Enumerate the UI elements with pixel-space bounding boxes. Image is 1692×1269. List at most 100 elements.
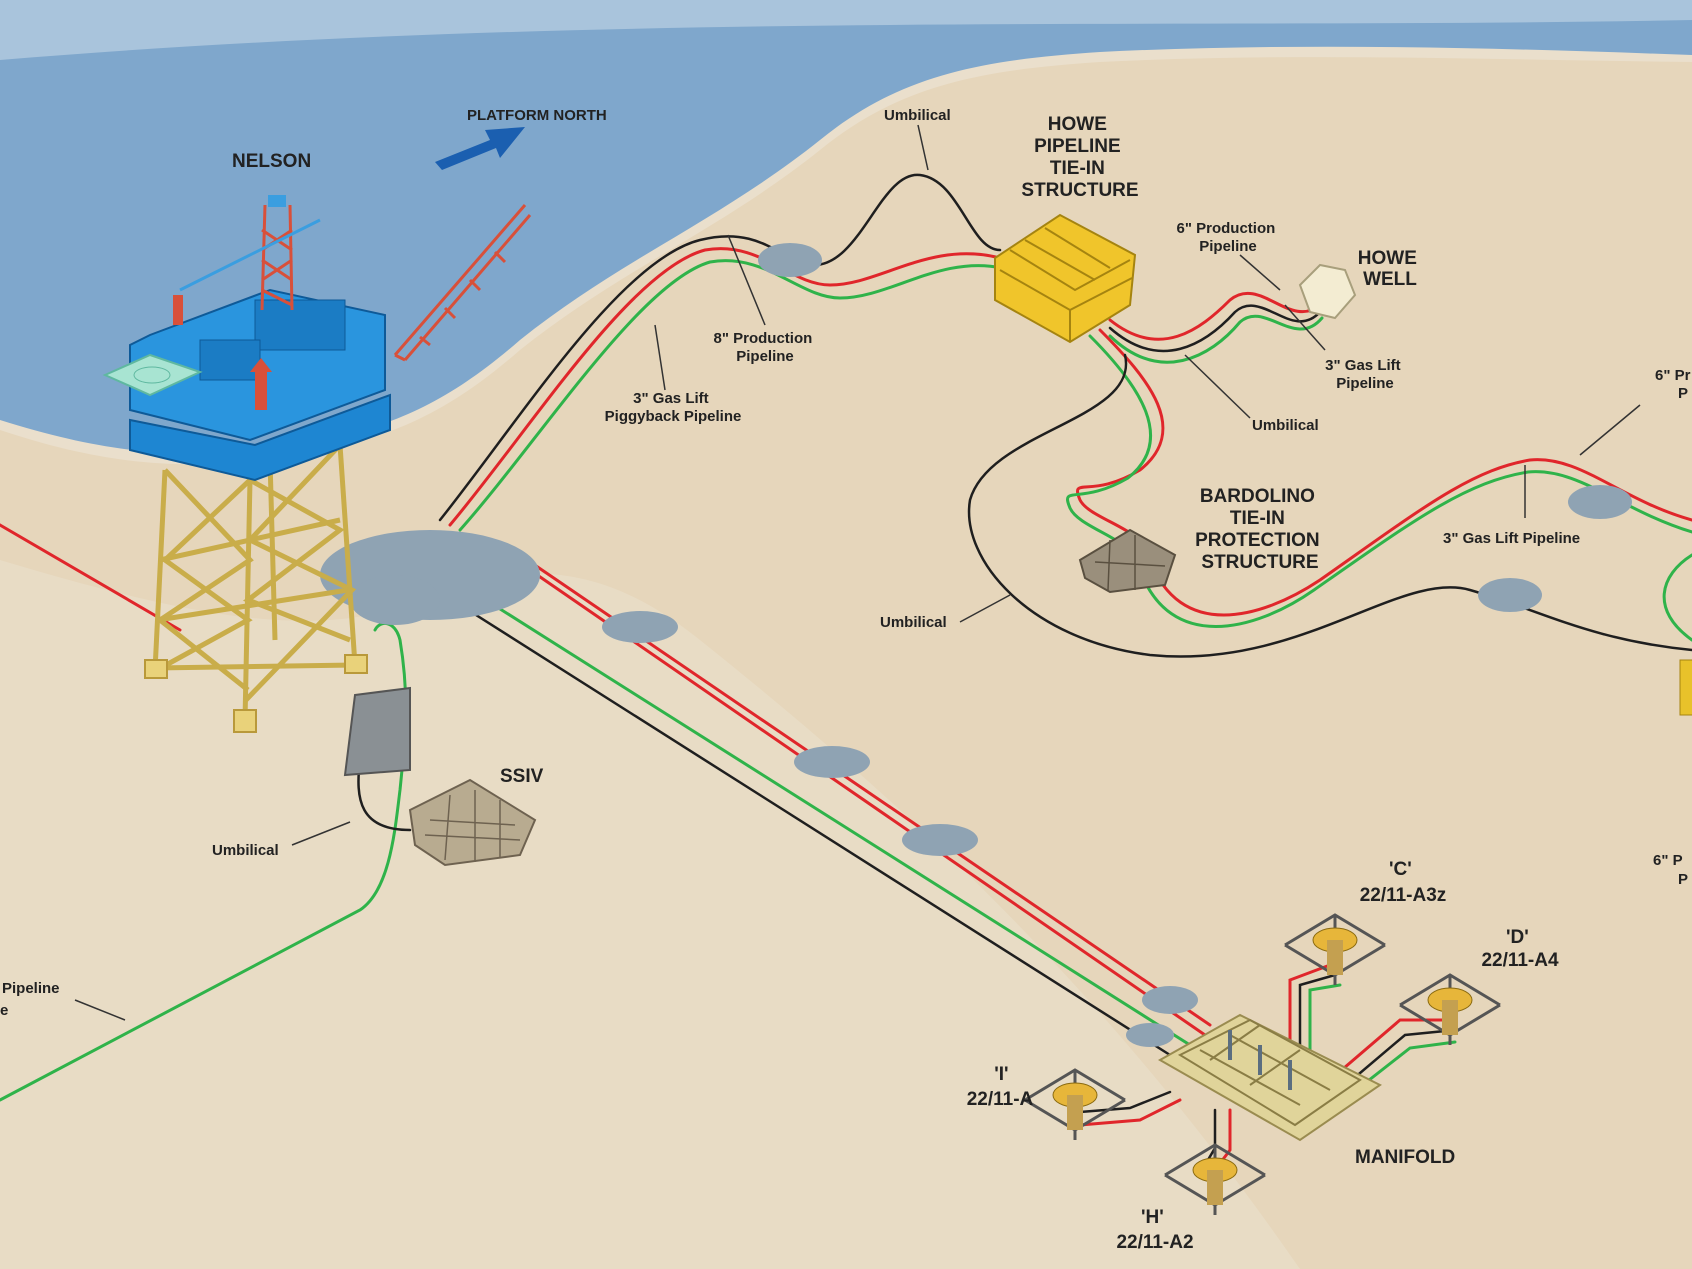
leader-umbilical-howe xyxy=(1184,354,1251,419)
rock-dump xyxy=(758,243,822,277)
jacket-leg xyxy=(152,469,168,671)
module-block xyxy=(199,339,261,381)
nelson-label: NELSON xyxy=(232,151,311,172)
bardolino-line-2: TIE-IN xyxy=(1230,508,1285,529)
well-h-structure xyxy=(1164,1143,1266,1215)
gaslift3-howe-label: 3" Gas Lift Pipeline xyxy=(1325,357,1405,392)
well-h-line-1: 'H' xyxy=(1141,1207,1164,1228)
howe-well-line-2: WELL xyxy=(1363,269,1417,290)
umbilical-ssiv-label: Umbilical xyxy=(212,842,279,859)
well-c-structure xyxy=(1284,913,1386,985)
jacket-leg xyxy=(337,444,358,666)
bardolino-structure xyxy=(1078,528,1177,594)
howe-tiein-line-2: PIPELINE xyxy=(1034,136,1121,157)
branch-to-well-i-prod xyxy=(1078,1098,1182,1127)
manifold-frame xyxy=(1177,1018,1362,1127)
gaslift-piggyback-label: 3" Gas Lift Piggyback Pipeline xyxy=(605,390,742,425)
prod6-right-bottom-line-2: P xyxy=(1678,871,1688,888)
howe-tiein-frame xyxy=(994,213,1137,344)
production-pipeline-to-howe-well xyxy=(1108,291,1322,341)
crane-pedestal xyxy=(255,370,267,410)
prod6-right-top-line-1: 6" Pr xyxy=(1655,367,1691,384)
well-i-label: 'I' 22/11-A xyxy=(967,1064,1034,1110)
gaslift-piggyback-line-2: Piggyback Pipeline xyxy=(605,408,742,425)
production-pipeline-to-bardolino xyxy=(1076,328,1692,617)
prod8-label: 8" Production Pipeline xyxy=(714,330,817,365)
helideck xyxy=(102,353,203,397)
howe-tiein-structure xyxy=(994,213,1137,344)
prod8-line-1: 8" Production xyxy=(714,330,813,347)
howe-well-dome xyxy=(1298,263,1357,320)
jacket-horizontal xyxy=(154,517,356,671)
production-pipeline-left xyxy=(0,523,182,632)
rock-dump xyxy=(794,746,870,778)
rock-dump xyxy=(1142,986,1198,1014)
bardolino-label: BARDOLINO TIE-IN PROTECTION STRUCTURE xyxy=(1195,486,1325,573)
prod6-howe-line-1: 6" Production xyxy=(1177,220,1276,237)
platform-north-arrow-icon xyxy=(435,127,525,170)
rock-dump xyxy=(602,611,678,643)
ssiv-label: SSIV xyxy=(500,766,544,787)
rock-dump xyxy=(1478,578,1542,612)
ssiv-grid xyxy=(424,790,521,862)
topside-lower-deck xyxy=(129,393,391,482)
well-i-line-2: 22/11-A xyxy=(967,1089,1034,1110)
flare-stack xyxy=(173,295,183,325)
well-c-line-2: 22/11-A3z xyxy=(1360,885,1447,906)
well-c-line-1: 'C' xyxy=(1389,859,1412,880)
well-d-label: 'D' 22/11-A4 xyxy=(1481,927,1559,971)
manifold-label: MANIFOLD xyxy=(1355,1147,1455,1168)
well-tree xyxy=(1067,1095,1083,1130)
wells xyxy=(1024,913,1501,1215)
derrick-top xyxy=(268,195,286,207)
well-i-structure xyxy=(1024,1068,1126,1140)
leader-pipeline-left xyxy=(74,999,126,1021)
well-h-line-2: 22/11-A2 xyxy=(1116,1232,1193,1253)
bardolino-line-1: BARDOLINO xyxy=(1200,486,1315,507)
gaslift3-howe-line-2: Pipeline xyxy=(1336,375,1394,392)
gas-lift-pipeline-to-bardolino xyxy=(1066,334,1692,628)
leader-gaslift3-howe xyxy=(1284,304,1326,351)
branch-to-well-d-prod xyxy=(1328,1018,1452,1082)
rock-dumps xyxy=(320,243,1632,1047)
jacket-foot xyxy=(233,709,257,733)
right-edge-structure xyxy=(1679,659,1692,716)
leader-umbilical-mid xyxy=(959,594,1011,623)
gas-lift-to-howe-well xyxy=(1108,314,1324,364)
umbilical-howe-label: Umbilical xyxy=(1252,417,1319,434)
jacket-brace xyxy=(155,478,253,673)
well-tree xyxy=(1327,940,1343,975)
prod8-line-2: Pipeline xyxy=(736,348,794,365)
branch-to-well-i-umb xyxy=(1078,1090,1172,1114)
manifold xyxy=(1157,1013,1382,1142)
howe-tiein-label: HOWE PIPELINE TIE-IN STRUCTURE xyxy=(1021,114,1138,201)
prod6-right-top-label: 6" Pr P xyxy=(1655,367,1692,402)
leader-prod8 xyxy=(727,234,766,326)
howe-well-line-1: HOWE xyxy=(1358,248,1417,269)
leader-umbilical-ssiv xyxy=(291,821,351,846)
prod6-right-bottom-line-1: 6" P xyxy=(1653,852,1683,869)
umbilical-top-label: Umbilical xyxy=(884,107,951,124)
nelson-platform xyxy=(102,195,532,733)
leader-umbilical-top xyxy=(917,124,929,171)
manifold-piping xyxy=(1228,1030,1292,1090)
manifold-base xyxy=(1157,1013,1382,1142)
crane-boom-2 xyxy=(179,218,321,292)
jacket-foot xyxy=(344,654,368,674)
production-pipeline-to-howe xyxy=(448,247,1002,527)
well-d-structure xyxy=(1399,973,1501,1045)
leader-prod6-howe xyxy=(1239,254,1281,291)
howe-tiein-grid xyxy=(999,227,1133,342)
jacket-brace xyxy=(242,477,351,643)
branch-to-well-d-umb xyxy=(1338,1028,1457,1092)
rock-dump xyxy=(1568,485,1632,519)
well-d-line-1: 'D' xyxy=(1506,927,1529,948)
rock-dump xyxy=(1126,1023,1174,1047)
bardolino-cover xyxy=(1078,528,1177,594)
gaslift3-howe-line-1: 3" Gas Lift xyxy=(1325,357,1400,374)
umbilical-to-howe-well xyxy=(1108,304,1322,353)
jacket-foot xyxy=(144,659,168,679)
prod6-right-bottom-label: 6" P P xyxy=(1653,852,1688,888)
pipelines xyxy=(0,173,1692,1172)
